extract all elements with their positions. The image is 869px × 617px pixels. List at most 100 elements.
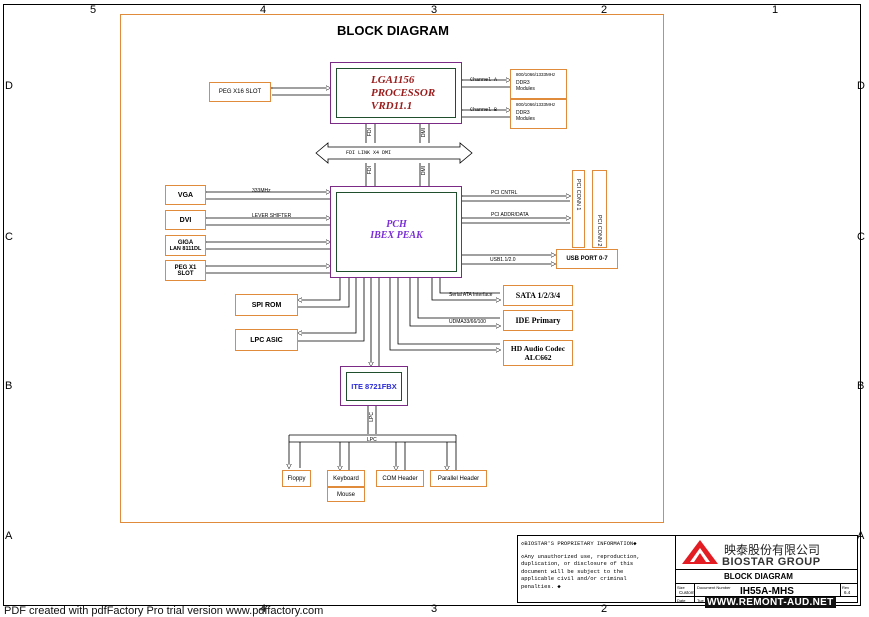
pci-conn-2: PCI CONN 2 bbox=[592, 170, 607, 248]
grid-top-2: 2 bbox=[601, 4, 608, 16]
grid-right-a: A bbox=[857, 530, 865, 542]
dmi-bottom-label: DMI bbox=[421, 166, 427, 176]
proprietary-heading: ◇BIOSTAR'S PROPRIETARY INFORMATION◆ bbox=[521, 540, 677, 548]
hd-audio-block: HD Audio Codec ALC662 bbox=[503, 340, 573, 366]
sheet-border bbox=[3, 4, 861, 606]
proprietary-text: BIOSTAR'S PROPRIETARY INFORMATION bbox=[524, 540, 634, 547]
doc-number-label: Document Number bbox=[697, 585, 731, 590]
peg-x16-label: PEG X16 SLOT bbox=[218, 89, 262, 95]
bus-333mhz-label: 333MHz bbox=[252, 188, 271, 194]
keyboard-block: Keyboard bbox=[327, 470, 365, 487]
notice-line-4: applicable civil and/or criminal bbox=[521, 575, 627, 582]
keyboard-label: Keyboard bbox=[333, 475, 359, 482]
com-header-block: COM Header bbox=[376, 470, 424, 487]
cpu-vrd-label: VRD11.1 bbox=[371, 99, 413, 112]
sata-label: SATA 1/2/3/4 bbox=[515, 291, 561, 300]
grid-left-c: C bbox=[5, 231, 13, 243]
floppy-label: Floppy bbox=[287, 475, 306, 482]
diagram-frame bbox=[120, 14, 664, 523]
lever-shifter-label: LEVER SHIFTER bbox=[252, 213, 292, 219]
rev-label: Rev bbox=[842, 585, 850, 590]
grid-top-3: 3 bbox=[431, 4, 438, 16]
pci-cntrl-label: PCI CNTRL bbox=[491, 190, 518, 196]
notice-line-3: document will be subject to the bbox=[521, 567, 624, 575]
dmi-top-label: DMI bbox=[421, 128, 427, 138]
com-header-label: COM Header bbox=[382, 475, 418, 482]
doc-number: IH55A-MHS bbox=[740, 586, 794, 597]
grid-top-1: 1 bbox=[772, 4, 779, 16]
ddr3-b-type: DDR3 bbox=[516, 110, 530, 116]
cpu-processor-label: PROCESSOR bbox=[371, 86, 436, 99]
doc-title: BLOCK DIAGRAM bbox=[724, 572, 793, 581]
size-label: Size bbox=[677, 585, 685, 590]
pci-conn-1-label: PCI CONN 1 bbox=[575, 179, 581, 211]
grid-left-b: B bbox=[5, 380, 13, 392]
ddr3-b-speed: 800/1066/1333MHz bbox=[516, 102, 556, 107]
ddr3-a-label: Modules bbox=[516, 86, 535, 92]
grid-bottom-2: 2 bbox=[601, 603, 608, 615]
vga-label: VGA bbox=[177, 191, 194, 199]
ite-label: ITE 8721FBX bbox=[351, 382, 397, 391]
pch-label: PCH bbox=[386, 219, 407, 230]
vga-block: VGA bbox=[165, 185, 206, 205]
mouse-label: Mouse bbox=[336, 491, 355, 498]
grid-top-4: 4 bbox=[260, 4, 267, 16]
giga-label: GIGA bbox=[177, 239, 194, 246]
diamond-icon: ◇ bbox=[521, 552, 525, 560]
hd-audio-label: HD Audio Codec bbox=[510, 344, 566, 353]
biostar-logo-icon bbox=[682, 540, 718, 564]
peg-x1-slot-label: SLOT bbox=[177, 270, 194, 277]
notice-line-1: ◇Any unauthorized use, reproduction, bbox=[521, 552, 640, 560]
dvi-label: DVI bbox=[179, 216, 192, 224]
grid-left-a: A bbox=[5, 530, 13, 542]
date-value: Tue bbox=[697, 598, 704, 603]
pdf-footer-text: PDF created with pdfFactory Pro trial ve… bbox=[4, 605, 324, 617]
ddr3-a-type: DDR3 bbox=[516, 80, 530, 86]
lpc-horizontal-label: LPC bbox=[367, 437, 377, 443]
grid-right-d: D bbox=[857, 80, 865, 92]
grid-left-d: D bbox=[5, 80, 13, 92]
floppy-block: Floppy bbox=[282, 470, 311, 487]
usb-bus-label: USB1.1/2.0 bbox=[490, 257, 516, 263]
pci-conn-1: PCI CONN 1 bbox=[572, 170, 585, 248]
company-name-cn: 映泰股份有限公司 bbox=[724, 543, 821, 557]
channel-b-label: Channel B bbox=[470, 107, 498, 113]
spi-rom-block: SPI ROM bbox=[235, 294, 298, 316]
ddr3-module-a: 800/1066/1333MHz DDR3 Modules bbox=[510, 69, 567, 99]
ite-block: ITE 8721FBX bbox=[340, 366, 408, 406]
ite-inner: ITE 8721FBX bbox=[346, 372, 402, 401]
grid-top-5: 5 bbox=[90, 4, 97, 16]
pch-ibex-peak-label: IBEX PEAK bbox=[370, 230, 423, 241]
rev-value: 6.4 bbox=[844, 590, 851, 595]
peg-x1-label: PEG X1 bbox=[174, 264, 197, 271]
usb-port-label: USB PORT 0-7 bbox=[566, 256, 608, 262]
grid-right-c: C bbox=[857, 231, 865, 243]
grid-right-b: B bbox=[857, 380, 865, 392]
channel-a-label: Channel A bbox=[470, 77, 498, 83]
pch-block: PCH IBEX PEAK bbox=[330, 186, 462, 278]
usb-port-block: USB PORT 0-7 bbox=[556, 249, 618, 269]
giga-lan-block: GIGA LAN 8111DL bbox=[165, 235, 206, 256]
cpu-inner: LGA1156 PROCESSOR VRD11.1 bbox=[336, 68, 456, 118]
cpu-block: LGA1156 PROCESSOR VRD11.1 bbox=[330, 62, 462, 124]
diamond-filled-icon: ◆ bbox=[557, 582, 561, 590]
lan-chip-label: LAN 8111DL bbox=[169, 245, 202, 252]
dvi-block: DVI bbox=[165, 210, 206, 230]
parallel-header-label: Parallel Header bbox=[437, 475, 480, 482]
company-name-en: BIOSTAR GROUP bbox=[722, 556, 821, 568]
grid-bottom-4: 4 bbox=[260, 603, 267, 615]
diagram-title: BLOCK DIAGRAM bbox=[337, 23, 449, 38]
ddr3-module-b: 800/1066/1333MHz DDR3 Modules bbox=[510, 99, 567, 129]
size-value: Custom bbox=[679, 590, 695, 595]
peg-x16-slot: PEG X16 SLOT bbox=[209, 82, 271, 102]
spi-rom-label: SPI ROM bbox=[251, 301, 282, 309]
date-label: Date bbox=[677, 598, 686, 603]
lpc-asic-block: LPC ASIC bbox=[235, 329, 298, 351]
diamond-icon: ◇ bbox=[521, 540, 525, 547]
fdi-link-label: FDI LINK X4 DMI bbox=[346, 150, 392, 156]
ide-primary-label: IDE Primary bbox=[515, 316, 561, 325]
notice-line-5: penalties. ◆ bbox=[521, 582, 561, 590]
pch-inner: PCH IBEX PEAK bbox=[336, 192, 457, 272]
proprietary-notice: ◇BIOSTAR'S PROPRIETARY INFORMATION◆ ◇Any… bbox=[521, 540, 677, 590]
